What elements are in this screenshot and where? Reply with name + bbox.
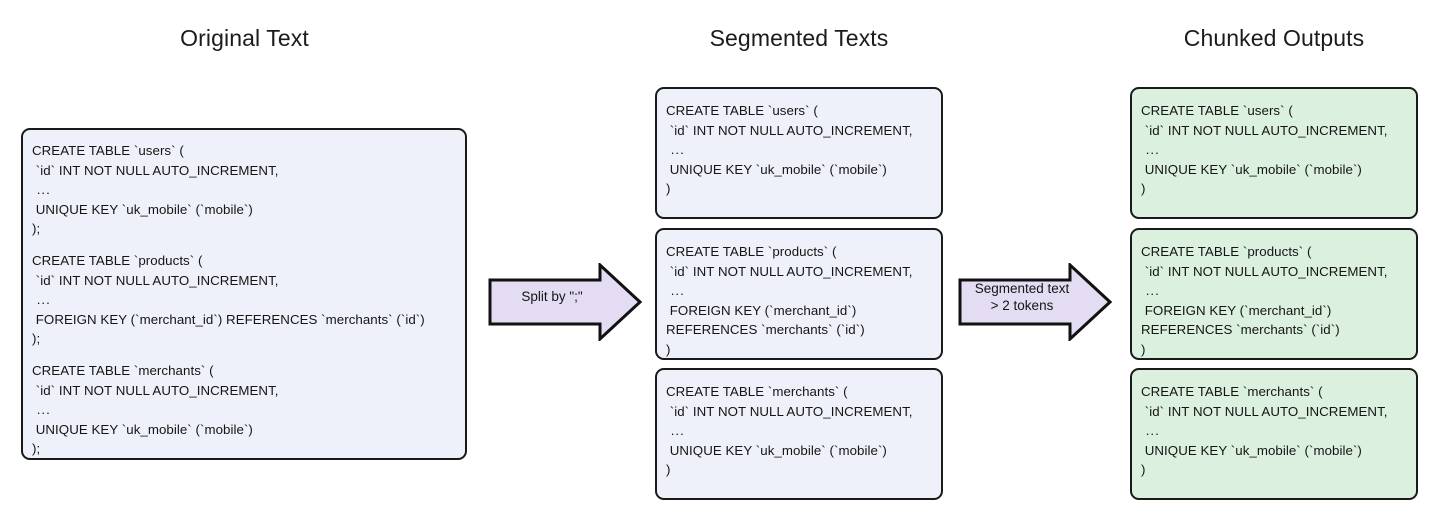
code-line: ) (666, 181, 671, 197)
code-line: `id` INT NOT NULL AUTO_INCREMENT, (666, 403, 913, 419)
code-line: ) (1141, 341, 1146, 357)
arrow-right-icon (488, 263, 642, 341)
code-line: CREATE TABLE `merchants` ( (32, 362, 214, 378)
code-line: ) (1141, 462, 1146, 478)
original-text-box: CREATE TABLE `users` ( `id` INT NOT NULL… (21, 128, 467, 460)
code-line: FOREIGN KEY (`merchant_id`) REFERENCES `… (666, 302, 865, 338)
code-line-ellipsis: ... (666, 423, 685, 439)
code-line: CREATE TABLE `users` ( (32, 143, 184, 158)
code-line: CREATE TABLE `merchants` ( (1141, 384, 1323, 399)
chunked-output-box: CREATE TABLE `merchants` ( `id` INT NOT … (1130, 368, 1418, 500)
code-line: FOREIGN KEY (`merchant_id`) REFERENCES `… (1141, 302, 1340, 338)
code-line: UNIQUE KEY `uk_mobile` (`mobile`) (1141, 442, 1362, 458)
arrow-label: Split by ";" (521, 289, 583, 304)
sql-block: CREATE TABLE `users` ( `id` INT NOT NULL… (32, 141, 456, 239)
chunked-output-box: CREATE TABLE `users` ( `id` INT NOT NULL… (1130, 87, 1418, 219)
code-line-ellipsis: ... (1141, 423, 1160, 439)
code-line: CREATE TABLE `users` ( (1141, 103, 1293, 118)
code-line-ellipsis: ... (32, 402, 51, 418)
code-line: `id` INT NOT NULL AUTO_INCREMENT, (666, 122, 913, 138)
code-line: `id` INT NOT NULL AUTO_INCREMENT, (32, 272, 279, 288)
code-line: UNIQUE KEY `uk_mobile` (`mobile`) (32, 201, 253, 217)
code-line: `id` INT NOT NULL AUTO_INCREMENT, (1141, 403, 1388, 419)
segmented-text-box: CREATE TABLE `products` ( `id` INT NOT N… (655, 228, 943, 360)
code-line: ); (32, 331, 41, 347)
column-title-chunked-outputs: Chunked Outputs (1183, 25, 1365, 51)
sql-block: CREATE TABLE `products` ( `id` INT NOT N… (32, 251, 456, 349)
arrow-right-icon (958, 263, 1112, 341)
arrow-label: Segmented text > 2 tokens (974, 281, 1070, 313)
code-line-ellipsis: ... (32, 182, 51, 198)
code-line: ); (32, 441, 41, 457)
block-spacer (32, 349, 456, 361)
code-line: UNIQUE KEY `uk_mobile` (`mobile`) (666, 442, 887, 458)
segmented-text-box: CREATE TABLE `users` ( `id` INT NOT NULL… (655, 87, 943, 219)
code-line: `id` INT NOT NULL AUTO_INCREMENT, (666, 263, 913, 279)
code-line: `id` INT NOT NULL AUTO_INCREMENT, (1141, 122, 1388, 138)
chunked-output-box: CREATE TABLE `products` ( `id` INT NOT N… (1130, 228, 1418, 360)
code-line: `id` INT NOT NULL AUTO_INCREMENT, (32, 162, 279, 178)
segmented-text-box: CREATE TABLE `merchants` ( `id` INT NOT … (655, 368, 943, 500)
code-line: ) (666, 341, 671, 357)
code-line: ); (32, 221, 41, 237)
code-line: `id` INT NOT NULL AUTO_INCREMENT, (1141, 263, 1388, 279)
code-line: UNIQUE KEY `uk_mobile` (`mobile`) (32, 421, 253, 437)
code-line: UNIQUE KEY `uk_mobile` (`mobile`) (1141, 161, 1362, 177)
column-title-segmented-texts: Segmented Texts (709, 25, 889, 51)
code-line-ellipsis: ... (666, 142, 685, 158)
code-line-ellipsis: ... (1141, 142, 1160, 158)
code-line-ellipsis: ... (1141, 283, 1160, 299)
arrow-split-by-semicolon: Split by ";" (488, 263, 642, 341)
code-line: UNIQUE KEY `uk_mobile` (`mobile`) (666, 161, 887, 177)
code-line: CREATE TABLE `users` ( (666, 103, 818, 118)
code-line: CREATE TABLE `products` ( (666, 244, 837, 259)
code-line: FOREIGN KEY (`merchant_id`) REFERENCES `… (32, 311, 425, 327)
arrow-segmented-text-token-filter: Segmented text > 2 tokens (958, 263, 1112, 341)
code-line: CREATE TABLE `products` ( (32, 252, 203, 268)
sql-block: CREATE TABLE `merchants` ( `id` INT NOT … (32, 361, 456, 459)
code-line-ellipsis: ... (666, 283, 685, 299)
code-line: `id` INT NOT NULL AUTO_INCREMENT, (32, 382, 279, 398)
code-line: CREATE TABLE `merchants` ( (666, 384, 848, 399)
code-line-ellipsis: ... (32, 292, 51, 308)
code-line: ) (666, 462, 671, 478)
code-line: CREATE TABLE `products` ( (1141, 244, 1312, 259)
block-spacer (32, 239, 456, 251)
code-line: ) (1141, 181, 1146, 197)
column-title-original-text: Original Text (180, 25, 309, 51)
